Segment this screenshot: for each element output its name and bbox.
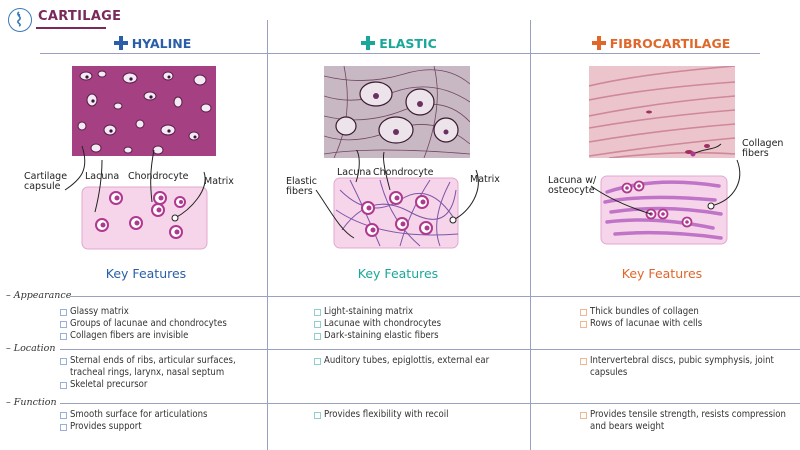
appearance-list-hyaline: Glassy matrix Groups of lacunae and chon… [60,306,227,342]
plus-icon [591,36,606,50]
section-label-text: Appearance [13,290,72,301]
section-label-text: Location [13,343,56,354]
label-lacuna: Lacuna [85,171,120,182]
list-item: Collagen fibers are invisible [60,330,227,342]
column-title: HYALINE [131,35,192,51]
section-divider [60,349,800,350]
list-item: Skeletal precursor [60,379,270,391]
header-divider [40,53,760,54]
location-list-fibro: Intervertebral discs, pubic symphysis, j… [580,355,790,379]
section-divider [70,296,800,297]
section-label-function: – Function [6,397,57,408]
column-header-hyaline: HYALINE [40,33,265,53]
list-item: Provides support [60,421,207,433]
list-item: Provides tensile strength, resists compr… [580,409,790,433]
column-divider [267,20,268,450]
fibrocartilage-micrograph [589,66,735,158]
cell-group [95,191,186,239]
hyaline-micrograph [72,66,216,156]
column-title: ELASTIC [379,35,437,51]
plus-icon [361,36,376,50]
list-item: Glassy matrix [60,306,227,318]
hyaline-diagram [64,145,208,250]
list-item: Provides flexibility with recoil [314,409,448,421]
list-item: Rows of lacunae with cells [580,318,702,330]
label-matrix: Matrix [204,176,234,187]
section-divider [60,403,800,404]
elastic-micrograph [324,66,470,158]
label-lacuna-osteocyte: Lacuna w/ osteocyte [548,175,597,196]
title-underline [36,27,106,29]
location-list-hyaline: Sternal ends of ribs, articular surfaces… [60,355,270,391]
appearance-list-elastic: Light-staining matrix Lacunae with chond… [314,306,441,342]
list-item: Intervertebral discs, pubic symphysis, j… [580,355,790,379]
column-title: FIBROCARTILAGE [609,35,731,51]
key-features-fibro: Key Features [621,266,703,281]
list-item: Smooth surface for articulations [60,409,207,421]
function-list-fibro: Provides tensile strength, resists compr… [580,409,790,433]
list-item: Light-staining matrix [314,306,441,318]
page-title: CARTILAGE [38,9,122,24]
plus-icon [113,36,128,50]
section-label-appearance: – Appearance [6,290,72,301]
key-features-hyaline: Key Features [105,266,187,281]
function-list-elastic: Provides flexibility with recoil [314,409,448,421]
label-cartilage-capsule: Cartilage capsule [24,171,68,192]
label-chondrocyte: Chondrocyte [373,167,434,178]
location-list-elastic: Auditory tubes, epiglottis, external ear [314,355,489,367]
key-features-elastic: Key Features [357,266,439,281]
list-item: Lacunae with chondrocytes [314,318,441,330]
column-divider [530,20,531,450]
fibrocartilage-diagram [590,143,741,245]
label-lacuna: Lacuna [337,167,372,178]
list-item: Sternal ends of ribs, articular surfaces… [60,355,270,379]
section-label-text: Function [13,397,57,408]
elastic-diagram [315,150,479,249]
appearance-list-fibro: Thick bundles of collagen Rows of lacuna… [580,306,702,330]
label-chondrocyte: Chondrocyte [128,171,189,182]
function-list-hyaline: Smooth surface for articulations Provide… [60,409,207,433]
label-elastic-fibers: Elastic fibers [286,176,318,197]
list-item: Auditory tubes, epiglottis, external ear [314,355,489,367]
list-item: Dark-staining elastic fibers [314,330,441,342]
label-matrix: Matrix [470,174,500,185]
list-item: Thick bundles of collagen [580,306,702,318]
list-item: Groups of lacunae and chondrocytes [60,318,227,330]
label-collagen-fibers: Collagen fibers [742,138,784,159]
column-header-fibrocartilage: FIBROCARTILAGE [530,33,792,53]
cartilage-logo-icon [8,8,32,32]
column-header-elastic: ELASTIC [268,33,530,53]
section-label-location: – Location [6,343,56,354]
